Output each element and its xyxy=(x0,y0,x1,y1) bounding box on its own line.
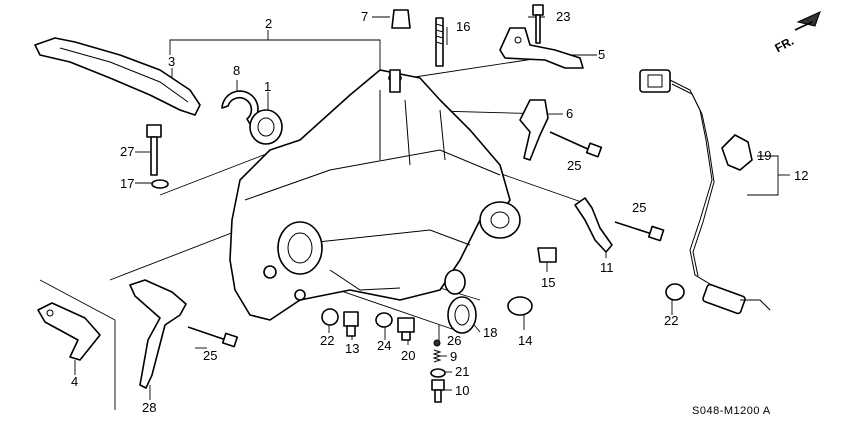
bolt-part-20 xyxy=(397,317,415,341)
bracket-part-4 xyxy=(37,302,101,361)
callout-18: 18 xyxy=(483,325,497,340)
washer-part-23 xyxy=(375,312,393,328)
bolt-part-10 xyxy=(431,379,445,403)
seal-part-1 xyxy=(249,109,283,145)
callout-28: 28 xyxy=(142,400,156,415)
stud-part-16 xyxy=(435,17,444,67)
bolt-part-25-lower xyxy=(187,326,239,348)
washer-part-22-lower xyxy=(321,308,339,326)
bolt-part-25-upper xyxy=(549,131,603,158)
callout-25-lower: 25 xyxy=(203,348,217,363)
transmission-housing xyxy=(229,69,521,321)
seal-part-18 xyxy=(447,296,477,334)
callout-15: 15 xyxy=(541,275,555,290)
sensor-assembly-part-12 xyxy=(639,69,771,315)
callout-24: 23 xyxy=(556,9,570,24)
callout-1: 1 xyxy=(264,79,271,94)
callout-9: 9 xyxy=(450,349,457,364)
callout-22-right: 22 xyxy=(664,313,678,328)
drawing-code: S048-M1200 A xyxy=(692,405,771,417)
callout-27: 26 xyxy=(447,333,461,348)
bolt-part-24 xyxy=(532,4,544,44)
callout-8: 8 xyxy=(233,63,240,78)
callout-4: 4 xyxy=(71,374,78,389)
callout-26: 27 xyxy=(120,144,134,159)
washer-part-21 xyxy=(430,368,446,378)
callout-10: 10 xyxy=(455,383,469,398)
callout-6: 6 xyxy=(566,106,573,121)
bolt-part-26 xyxy=(146,124,162,176)
washer-part-22-right xyxy=(665,283,685,301)
callout-25-right: 25 xyxy=(632,200,646,215)
callout-2: 2 xyxy=(265,16,272,31)
seal-part-14 xyxy=(507,296,533,316)
callout-17: 17 xyxy=(120,176,134,191)
spring-part-9 xyxy=(432,349,442,363)
callout-16: 16 xyxy=(456,19,470,34)
ball-part-27 xyxy=(433,339,441,347)
callout-11: 11 xyxy=(600,260,614,275)
cap-part-7 xyxy=(391,9,411,29)
bracket-part-6 xyxy=(519,99,549,161)
callout-labels: 2 3 8 1 7 16 23 5 6 27 17 25 19 12 25 11… xyxy=(71,9,808,415)
bracket-part-11 xyxy=(574,197,613,253)
callout-14: 14 xyxy=(518,333,532,348)
bolt-part-25-right xyxy=(614,221,665,242)
washer-part-17 xyxy=(151,179,169,189)
callout-12: 12 xyxy=(794,168,808,183)
callout-22-lower: 22 xyxy=(320,333,334,348)
bracket-part-28 xyxy=(129,279,187,389)
bolt-part-13 xyxy=(343,311,359,337)
callout-19: 19 xyxy=(757,148,771,163)
cover-plate-part-3 xyxy=(34,37,201,116)
callout-3: 3 xyxy=(168,54,175,69)
clip-part-19 xyxy=(721,134,753,171)
direction-label: FR. xyxy=(772,34,796,55)
callout-21: 21 xyxy=(455,364,469,379)
plug-part-15 xyxy=(537,247,557,263)
callout-7: 7 xyxy=(361,9,368,24)
callout-5: 5 xyxy=(598,47,605,62)
front-direction-arrow: FR. xyxy=(772,11,821,55)
callout-20: 20 xyxy=(401,348,415,363)
callout-13: 13 xyxy=(345,341,359,356)
callout-23: 24 xyxy=(377,338,391,353)
callout-25-upper: 25 xyxy=(567,158,581,173)
